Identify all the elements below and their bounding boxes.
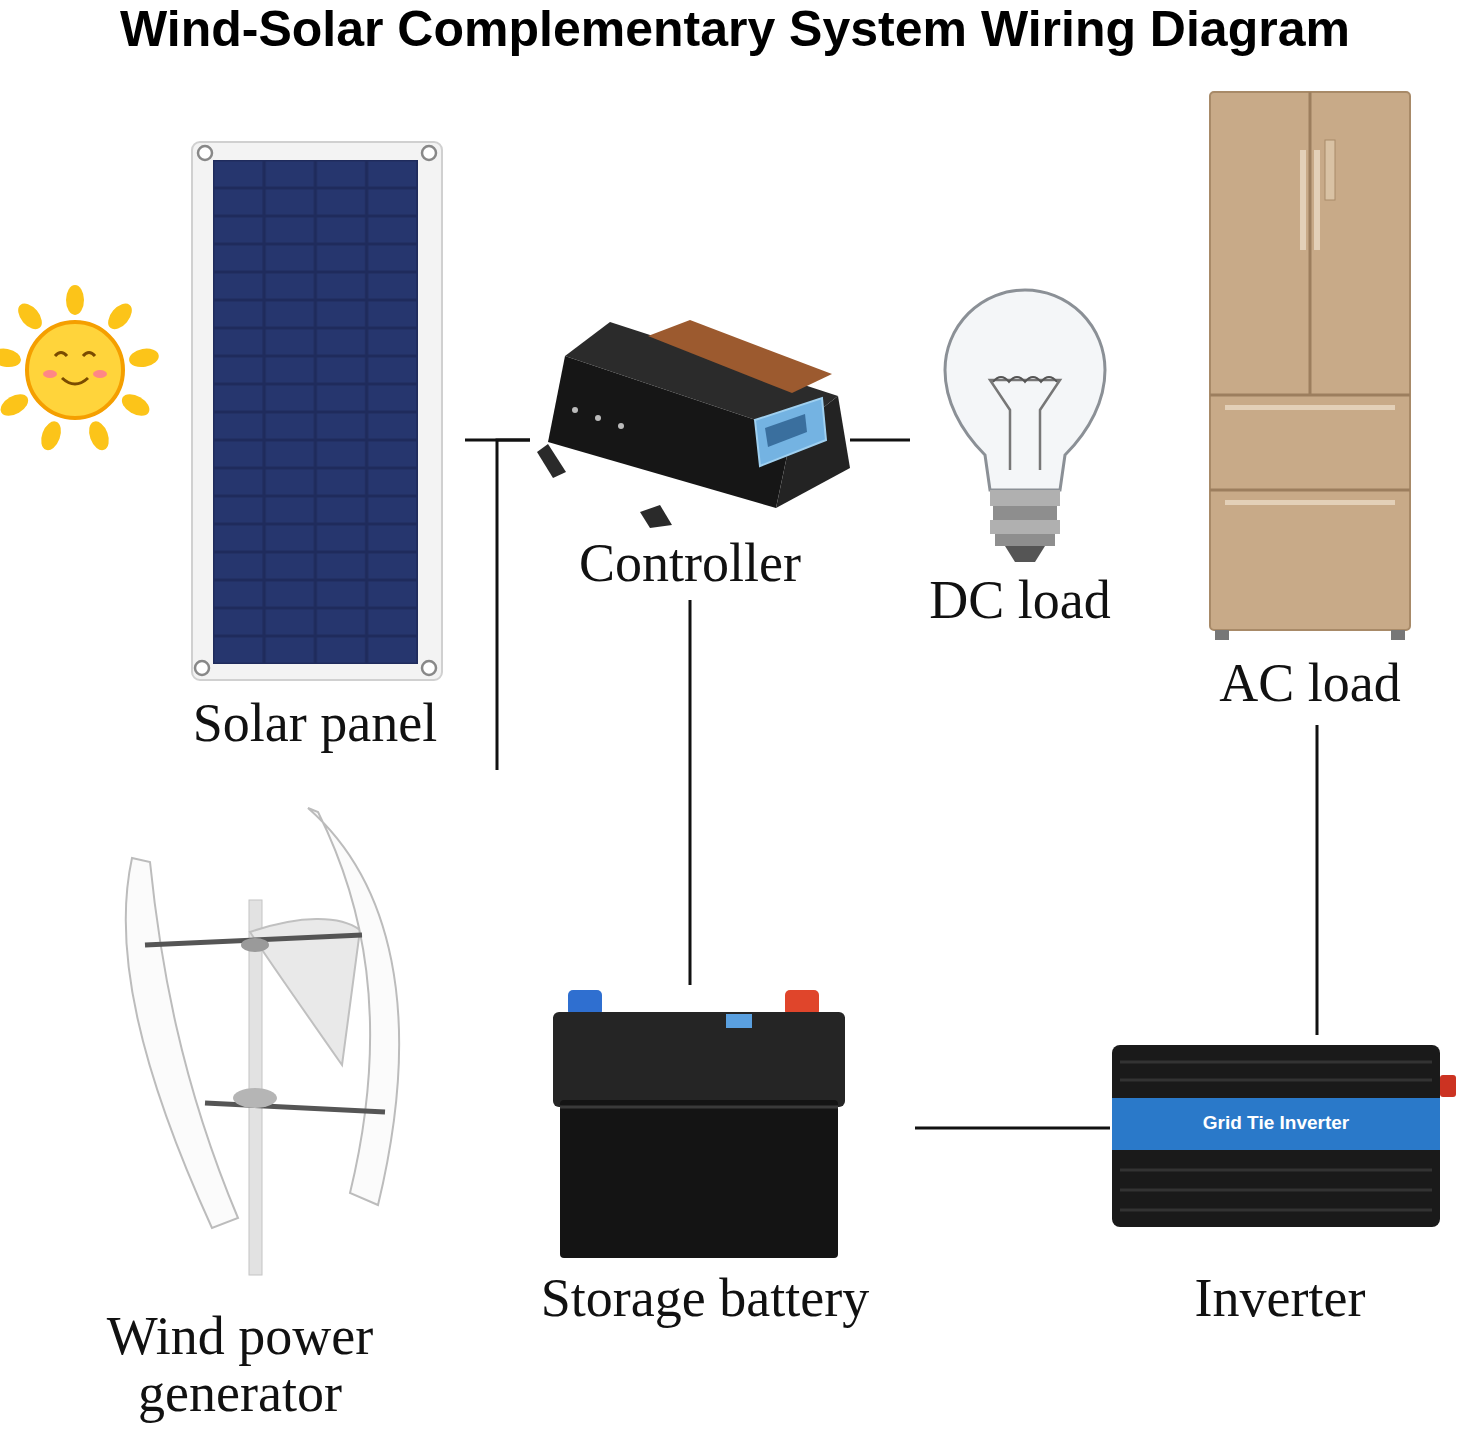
- battery-indicator: [726, 1014, 752, 1028]
- fridge-handle: [1314, 150, 1320, 250]
- sun-icon: [0, 285, 160, 453]
- controller-drawing: [537, 320, 850, 528]
- panel-cells: [213, 160, 418, 664]
- sun-ray: [66, 285, 84, 315]
- indicator: [595, 415, 601, 421]
- cooling-fin: [1120, 1209, 1432, 1212]
- bulb-base: [993, 506, 1057, 520]
- device-label: Grid Tie Inverter: [1112, 1112, 1440, 1134]
- panel-frame: [192, 142, 442, 680]
- lcd-display: [755, 398, 826, 466]
- door-gap: [1309, 92, 1312, 395]
- sun-smile: [62, 378, 88, 384]
- solar-panel-drawing: [192, 142, 442, 680]
- battery-seam: [560, 1106, 838, 1109]
- fridge-handle: [1300, 150, 1306, 250]
- wind-turbine-drawing: [126, 808, 399, 1275]
- lcd-digits: [765, 414, 807, 447]
- wire-connector: [850, 439, 910, 442]
- turbine-hub: [233, 1088, 277, 1108]
- fridge-foot: [1391, 630, 1405, 640]
- sun-eyes: [55, 353, 95, 357]
- battery-lid: [553, 1012, 845, 1107]
- component-node: Wind power generator: [60, 770, 505, 1425]
- bulb-base: [990, 520, 1060, 534]
- component-node: AC load: [1195, 85, 1425, 725]
- sun-ray: [103, 299, 136, 334]
- component-label: Controller: [530, 535, 850, 592]
- fridge-foot: [1215, 630, 1229, 640]
- sun-ray: [0, 390, 32, 421]
- grommet: [422, 661, 436, 675]
- bulb-base: [990, 490, 1060, 506]
- sun-disc: [27, 322, 123, 418]
- battery-body: [560, 1100, 838, 1258]
- sun-ray: [37, 419, 64, 453]
- wire-connector: [1316, 725, 1319, 1035]
- inverter-body: [1112, 1045, 1440, 1227]
- sun-ray: [128, 346, 161, 369]
- wire-connector: [915, 1127, 1110, 1130]
- wire-connector: [689, 600, 692, 985]
- cooling-fin: [1120, 1061, 1432, 1064]
- fridge-drawing: [1210, 92, 1410, 640]
- bulb-drawing: [945, 290, 1105, 562]
- indicator: [618, 423, 624, 429]
- component-label: Storage battery: [495, 1270, 915, 1327]
- fridge-handle: [1225, 405, 1395, 410]
- copper-strip: [648, 320, 832, 393]
- bulb-glass: [945, 290, 1105, 490]
- sun-cheek: [93, 370, 107, 378]
- grommet: [422, 146, 436, 160]
- component-label: Wind power generator: [70, 1308, 410, 1421]
- component-label: AC load: [1195, 655, 1425, 712]
- turbine-arm: [205, 1103, 385, 1112]
- grommet: [195, 661, 209, 675]
- component-node: Inverter: [1110, 1035, 1450, 1340]
- battery-drawing: [553, 990, 845, 1258]
- mount-flange: [537, 444, 566, 478]
- door-gap: [1210, 394, 1410, 397]
- inverter-drawing: [1112, 1045, 1456, 1227]
- fridge-panel: [1325, 140, 1335, 200]
- cooling-fin: [1120, 1169, 1432, 1172]
- inverter-stripe: [1112, 1098, 1440, 1150]
- sun-ray: [13, 299, 46, 334]
- mount-flange: [640, 505, 672, 528]
- sun-ray: [85, 419, 112, 453]
- turbine-hub: [241, 938, 269, 952]
- component-node: Controller: [530, 315, 850, 600]
- filament: [993, 377, 1057, 382]
- turbine-blade: [308, 808, 399, 1205]
- fridge-body: [1210, 92, 1410, 630]
- diagram-title: Wind-Solar Complementary System Wiring D…: [0, 2, 1470, 57]
- cooling-fin: [1120, 1079, 1432, 1082]
- turbine-blade: [126, 858, 238, 1228]
- cooling-fin: [1120, 1189, 1432, 1192]
- sun-cheek: [43, 370, 57, 378]
- component-node: DC load: [910, 290, 1130, 635]
- component-label: DC load: [910, 572, 1130, 629]
- sun-ray: [118, 390, 153, 421]
- component-label: Inverter: [1110, 1270, 1450, 1327]
- wire-connector: [497, 440, 530, 770]
- component-node: Solar panel: [165, 135, 465, 760]
- component-node: Storage battery: [495, 985, 915, 1340]
- fridge-handle: [1225, 500, 1395, 505]
- sun-ray: [0, 346, 22, 369]
- grommet: [198, 146, 212, 160]
- filament-support: [990, 380, 1060, 470]
- turbine-pole: [249, 900, 262, 1275]
- output-terminal: [1440, 1075, 1456, 1097]
- bulb-base: [995, 534, 1055, 546]
- bulb-contact: [1005, 546, 1045, 562]
- component-label: Solar panel: [165, 695, 465, 752]
- door-gap: [1210, 489, 1410, 492]
- indicator: [572, 407, 578, 413]
